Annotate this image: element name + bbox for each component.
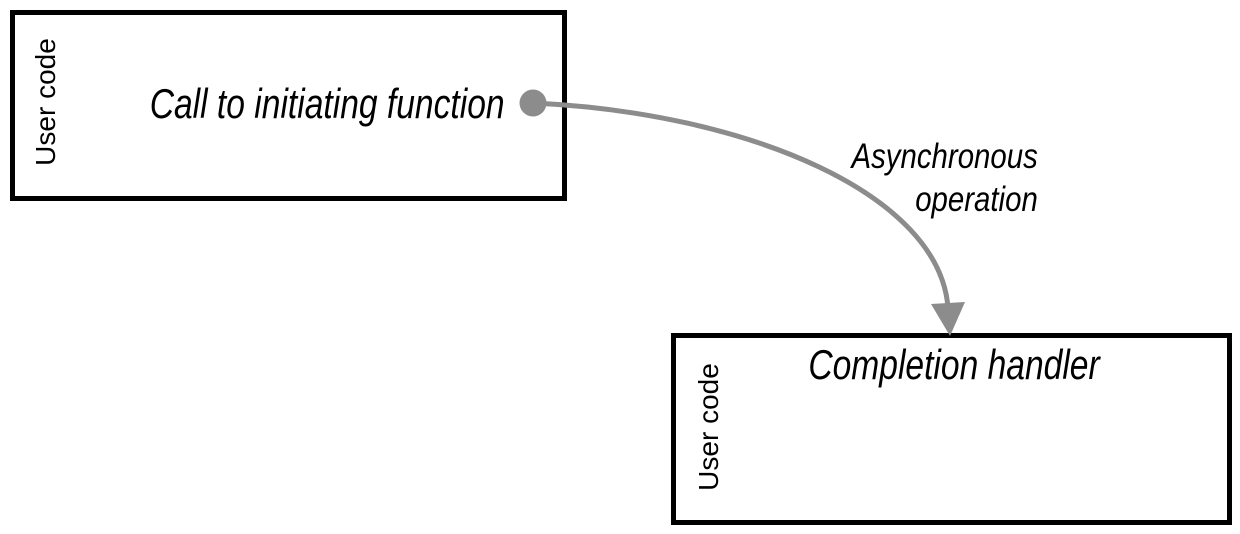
initiating-function-box [10, 10, 567, 201]
asynchronous-operation-label-line1: Asynchronous [851, 137, 1038, 176]
asynchronous-operation-label: Asynchronous operation [852, 135, 1038, 221]
arrow-head-icon [931, 302, 965, 336]
completion-handler-box [671, 333, 1232, 525]
initiating-box-side-label: User code [30, 38, 61, 166]
completion-handler-label: Completion handler [808, 341, 1100, 388]
call-to-initiating-function-label: Call to initiating function [150, 80, 505, 127]
asynchronous-operation-label-line2: operation [915, 180, 1038, 219]
